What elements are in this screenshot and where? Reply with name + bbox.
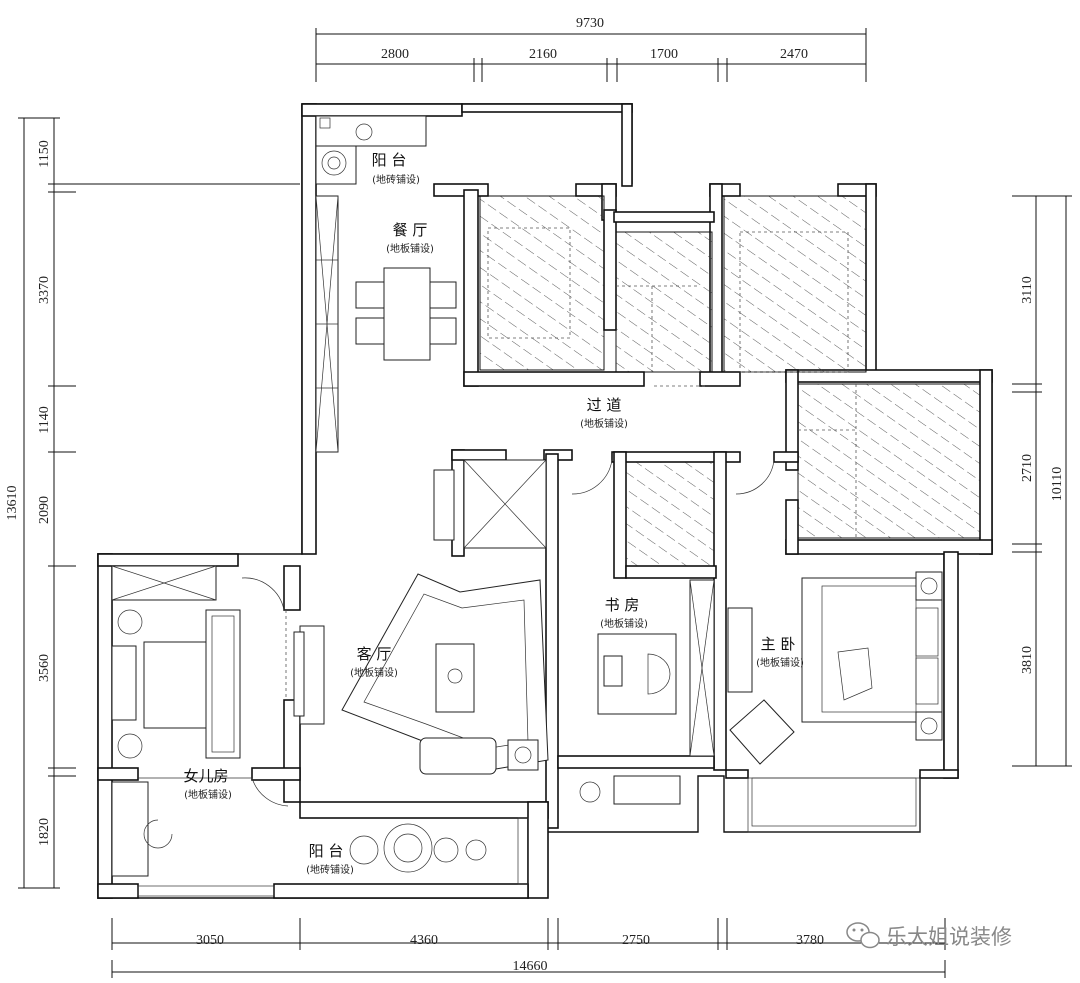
master-furniture [727,571,943,765]
dining-furniture [315,195,457,453]
study-furniture [579,579,715,805]
dim-bottom-segment: 3780 [796,933,824,948]
dim-bottom-segment: 3050 [196,933,224,948]
floor-note-dining: (地板铺设) [386,242,434,255]
watermark: 乐大姐说装修 [846,922,1012,949]
room-label-daughter: 女儿房 [183,767,228,785]
dim-top-segment: 2800 [381,47,409,62]
floor-note-balcony-top: (地砖铺设) [372,173,420,186]
bottom-dimensions: 3050 4360 2750 3780 14660 [111,918,946,978]
watermark-text: 乐大姐说装修 [886,925,1012,949]
bottom-balcony-furniture [349,823,487,873]
dim-right-segment: 2710 [1020,454,1035,482]
top-dimensions: 9730 2800 2160 1700 2470 [315,16,867,82]
walls [97,103,993,899]
room-label-study: 书 房 [605,596,640,614]
dim-right-segment: 3810 [1020,646,1035,674]
dim-top-segment: 2160 [529,47,557,62]
dim-left-segment: 2090 [37,496,52,524]
room-label-living: 客 厅 [357,645,392,663]
dim-right-segment: 3110 [1020,276,1035,303]
left-dimensions: 13610 1150 3370 1140 2090 3560 1820 [5,117,300,889]
balcony-fixtures [315,115,427,185]
dim-right-total: 10110 [1050,467,1065,501]
room-labels: 阳 台 (地砖铺设) 餐 厅 (地板铺设) 过 道 (地板铺设) 客 厅 (地板… [183,151,804,876]
floor-note-balcony-bottom: (地砖铺设) [306,863,354,876]
floor-note-study: (地板铺设) [600,617,648,630]
dim-top-segment: 2470 [780,47,808,62]
right-dimensions: 10110 3110 2710 3810 [1012,195,1072,767]
daughter-furniture [111,565,241,877]
dim-top-segment: 1700 [650,47,678,62]
dim-top-total: 9730 [576,16,604,31]
dim-left-segment: 1820 [37,818,52,846]
dim-left-segment: 3560 [37,654,52,682]
dim-left-segment: 3370 [37,276,52,304]
dim-left-segment: 1150 [37,140,52,167]
dim-left-segment: 1140 [37,406,52,433]
hatched-areas [479,195,981,567]
room-label-corridor: 过 道 [587,396,622,414]
room-label-balcony-bottom: 阳 台 [309,842,344,860]
room-label-master: 主 卧 [761,635,796,653]
floor-note-daughter: (地板铺设) [184,788,232,801]
room-label-balcony-top: 阳 台 [372,151,407,169]
hatched-area [723,195,867,373]
hatched-area [615,231,713,373]
hatched-area [479,195,605,371]
floor-note-corridor: (地板铺设) [580,417,628,430]
dim-bottom-total: 14660 [513,959,548,974]
dim-bottom-segment: 2750 [622,933,650,948]
living-furniture [293,459,549,775]
dim-bottom-segment: 4360 [410,933,438,948]
room-label-dining: 餐 厅 [393,221,428,239]
hatched-area [625,461,715,567]
hatched-area [797,383,981,539]
floor-note-master: (地板铺设) [756,656,804,669]
wechat-icon [846,922,880,949]
floor-note-living: (地板铺设) [350,666,398,679]
dim-left-total: 13610 [5,486,20,521]
